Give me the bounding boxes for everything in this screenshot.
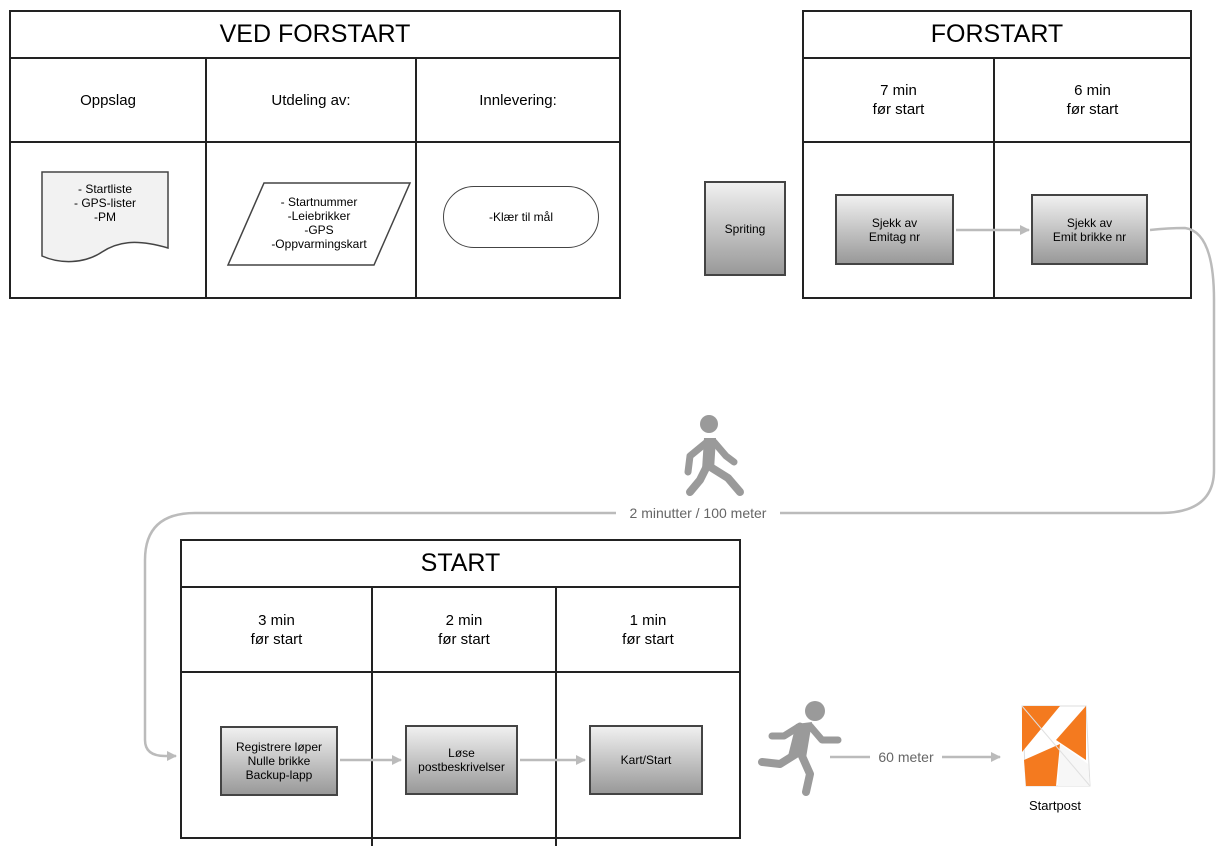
- forstart-title: FORSTART: [930, 20, 1064, 48]
- ved-forstart-divider-title: [11, 57, 619, 59]
- ved-forstart-divider-col1: [205, 57, 207, 297]
- running-person-icon: [758, 701, 842, 796]
- document-shape: [41, 171, 169, 263]
- start-divider-col2: [555, 586, 557, 846]
- connector-forstart-to-start: [143, 226, 1216, 761]
- start-divider-head: [182, 671, 739, 673]
- start-step-postbeskrivelser: Løse postbeskrivelser: [405, 725, 518, 795]
- forstart-step-emitag: Sjekk av Emitag nr: [835, 194, 954, 265]
- start-divider-col1: [371, 586, 373, 846]
- parallelogram-shape: [226, 182, 412, 266]
- ved-forstart-divider-col2: [415, 57, 417, 297]
- forstart-step-emit-brikke: Sjekk av Emit brikke nr: [1031, 194, 1148, 265]
- ved-forstart-col-oppslag: Oppslag: [80, 91, 136, 109]
- start-step-kart: Kart/Start: [589, 725, 703, 795]
- spriting-box: Spriting: [704, 181, 786, 276]
- forstart-divider-col1: [993, 57, 995, 297]
- start-title: START: [420, 549, 501, 577]
- ved-forstart-panel: VED FORSTART Oppslag Utdeling av: Innlev…: [9, 10, 621, 299]
- orienteering-flag-icon: [1021, 705, 1091, 787]
- ved-forstart-col-utdeling: Utdeling av:: [271, 91, 351, 109]
- walking-person-icon: [684, 415, 744, 496]
- forstart-divider-head: [804, 141, 1190, 143]
- parallelogram-text: - Startnummer -Leiebrikker -GPS -Oppvarm…: [271, 195, 367, 251]
- start-divider-title: [182, 586, 739, 588]
- terminator-shape: -Klær til mål: [443, 186, 599, 248]
- forstart-col-7min: 7 min før start: [872, 82, 925, 118]
- transit-label: 2 minutter / 100 meter: [616, 504, 780, 522]
- start-col-3min: 3 min før start: [250, 611, 303, 648]
- ved-forstart-col-innlevering: Innlevering:: [479, 91, 557, 109]
- start-col-1min: 1 min før start: [622, 611, 674, 648]
- ved-forstart-divider-head: [11, 141, 619, 143]
- forstart-divider-title: [804, 57, 1190, 59]
- forstart-col-6min: 6 min før start: [1066, 82, 1119, 118]
- sixty-meter-label: 60 meter: [870, 748, 942, 766]
- connectors-layer: [143, 225, 1216, 796]
- startpost-label: Startpost: [1028, 798, 1082, 813]
- start-step-registrere: Registrere løper Nulle brikke Backup-lap…: [220, 726, 338, 796]
- document-text: - Startliste - GPS-lister -PM: [73, 182, 136, 224]
- forstart-panel: FORSTART 7 min før start 6 min før start: [802, 10, 1192, 299]
- start-col-2min: 2 min før start: [438, 611, 490, 648]
- ved-forstart-title: VED FORSTART: [219, 20, 411, 48]
